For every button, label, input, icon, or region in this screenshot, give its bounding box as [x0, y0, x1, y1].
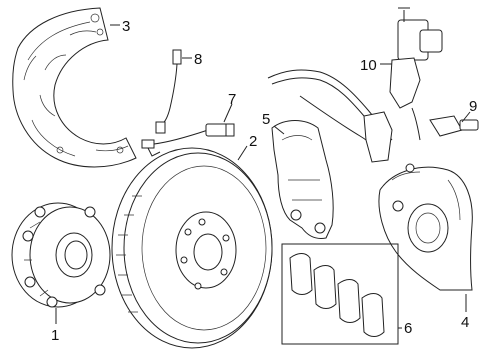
- sensor-connector: [429, 115, 479, 137]
- callout-6: 6: [404, 320, 412, 337]
- wiring-harness: [267, 7, 443, 163]
- callout-5: 5: [262, 111, 270, 128]
- brake-wear-sensor: [141, 123, 235, 157]
- callout-8: 8: [194, 51, 202, 68]
- callout-1: 1: [51, 327, 59, 344]
- leader-5: [273, 125, 285, 135]
- wear-sensor: [155, 49, 182, 134]
- callout-7: 7: [228, 91, 236, 108]
- brake-rotor: [111, 147, 273, 349]
- leader-2: [237, 145, 248, 161]
- wheel-hub: [11, 202, 111, 308]
- caliper-bracket: [271, 120, 334, 239]
- splash-shield: [12, 7, 137, 168]
- callout-3: 3: [122, 18, 130, 35]
- brake-pads-group: [281, 243, 399, 345]
- leader-7: [223, 103, 233, 123]
- leader-9: [461, 111, 471, 123]
- callout-2: 2: [249, 133, 257, 150]
- callout-4: 4: [461, 314, 469, 331]
- callout-10: 10: [360, 57, 377, 74]
- brake-caliper: [378, 163, 473, 291]
- callout-9: 9: [469, 98, 477, 115]
